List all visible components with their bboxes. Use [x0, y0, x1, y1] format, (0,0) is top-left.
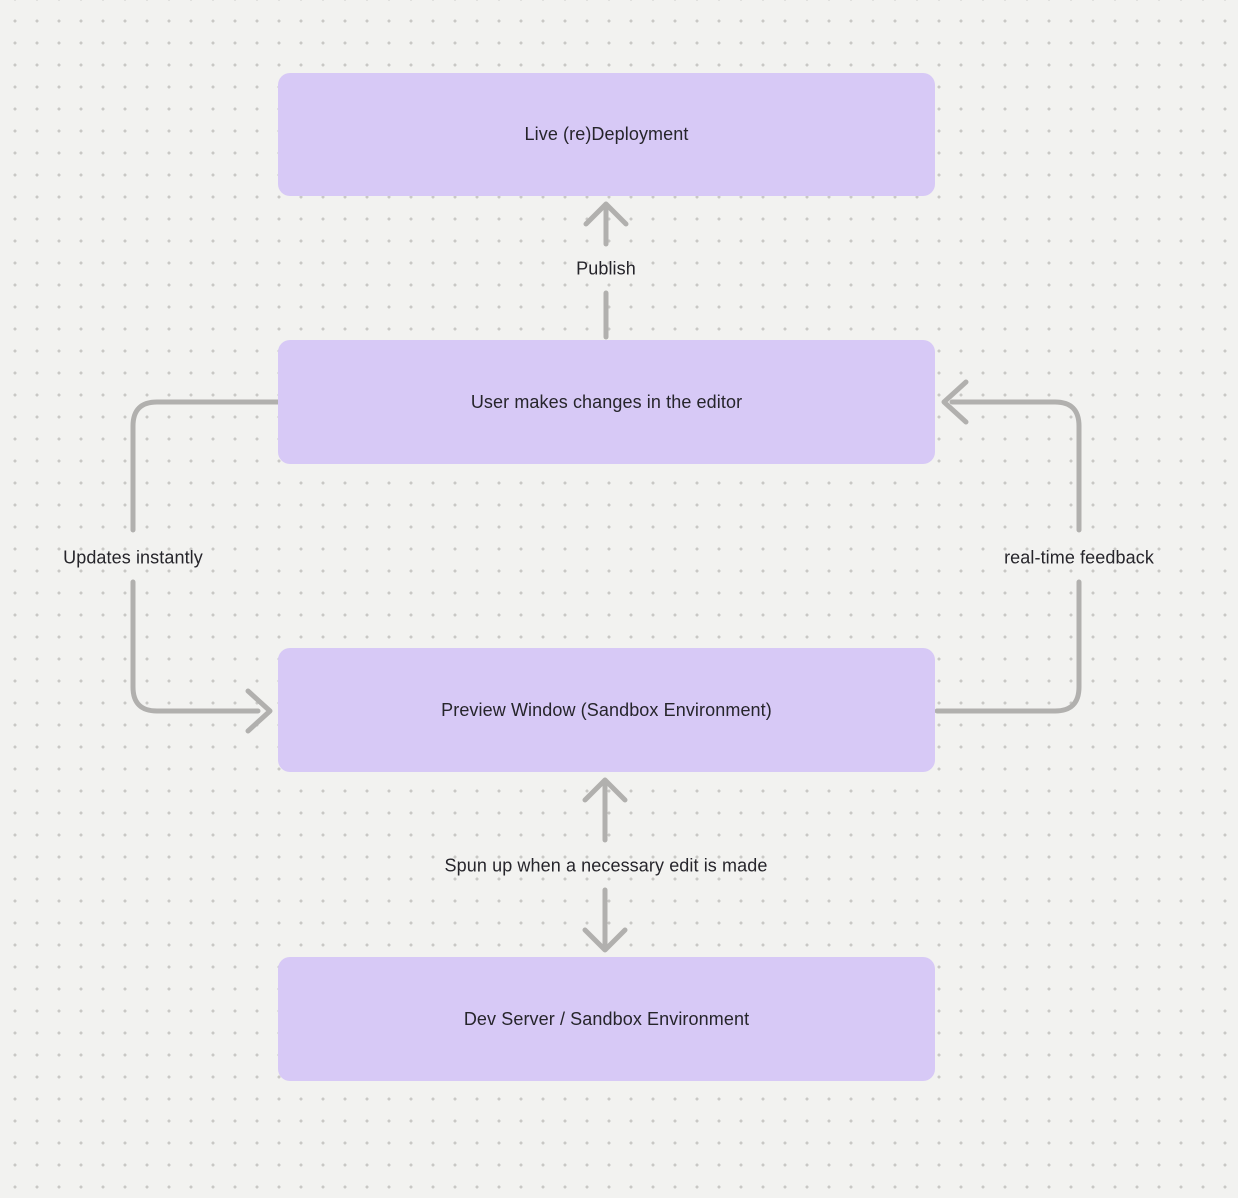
- node-user-editor[interactable]: User makes changes in the editor: [278, 340, 935, 464]
- edge-feedback-upper-line: [949, 399, 1082, 533]
- node-label: Dev Server / Sandbox Environment: [463, 1008, 750, 1029]
- arrow-left-icon: [941, 379, 969, 425]
- node-label: Preview Window (Sandbox Environment): [441, 699, 772, 720]
- edge-feedback-lower-line: [934, 579, 1082, 714]
- edge-updates-lower-line: [130, 579, 261, 714]
- node-live-redeployment[interactable]: Live (re)Deployment: [278, 73, 935, 196]
- arrow-up-icon: [583, 201, 629, 227]
- node-dev-server[interactable]: Dev Server / Sandbox Environment: [278, 957, 935, 1081]
- edge-label-publish: Publish: [576, 258, 636, 279]
- node-label: Live (re)Deployment: [524, 124, 689, 144]
- node-preview-window[interactable]: Preview Window (Sandbox Environment): [278, 648, 935, 772]
- arrow-up-icon: [582, 777, 628, 803]
- edge-updates-upper-line: [130, 399, 281, 533]
- edge-label-real-time-feedback: real-time feedback: [1004, 547, 1154, 568]
- arrow-right-icon: [245, 688, 273, 734]
- arrow-down-icon: [582, 927, 628, 953]
- edge-real-time-feedback: [934, 379, 1082, 714]
- node-label: User makes changes in the editor: [470, 391, 743, 412]
- edge-label-updates-instantly: Updates instantly: [63, 547, 203, 568]
- edge-label-spun-up: Spun up when a necessary edit is made: [444, 855, 768, 876]
